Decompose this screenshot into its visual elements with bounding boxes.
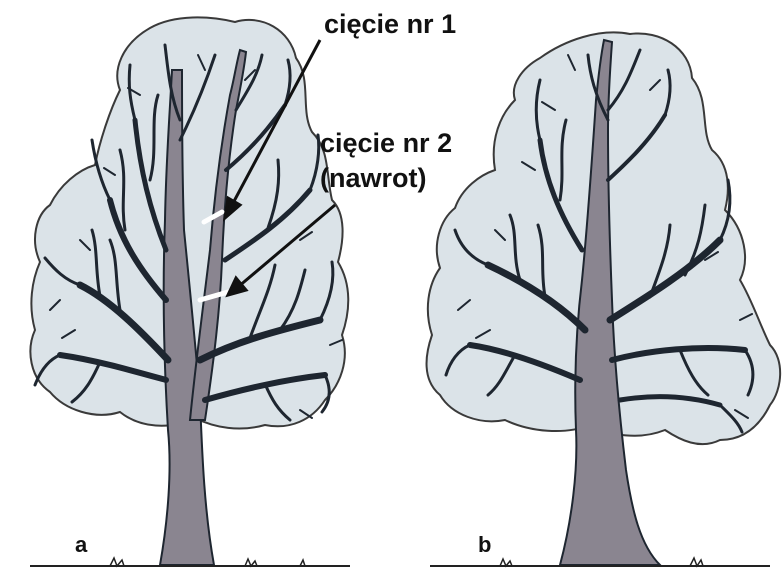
tree-b — [427, 32, 781, 566]
panel-label-a: a — [75, 532, 88, 557]
label-cut-2-line1: cięcie nr 2 — [320, 128, 452, 158]
label-cut-2-line2: (nawrot) — [320, 163, 426, 193]
tree-a — [30, 17, 350, 566]
label-cut-1: cięcie nr 1 — [324, 9, 456, 39]
panel-label-b: b — [478, 532, 491, 557]
